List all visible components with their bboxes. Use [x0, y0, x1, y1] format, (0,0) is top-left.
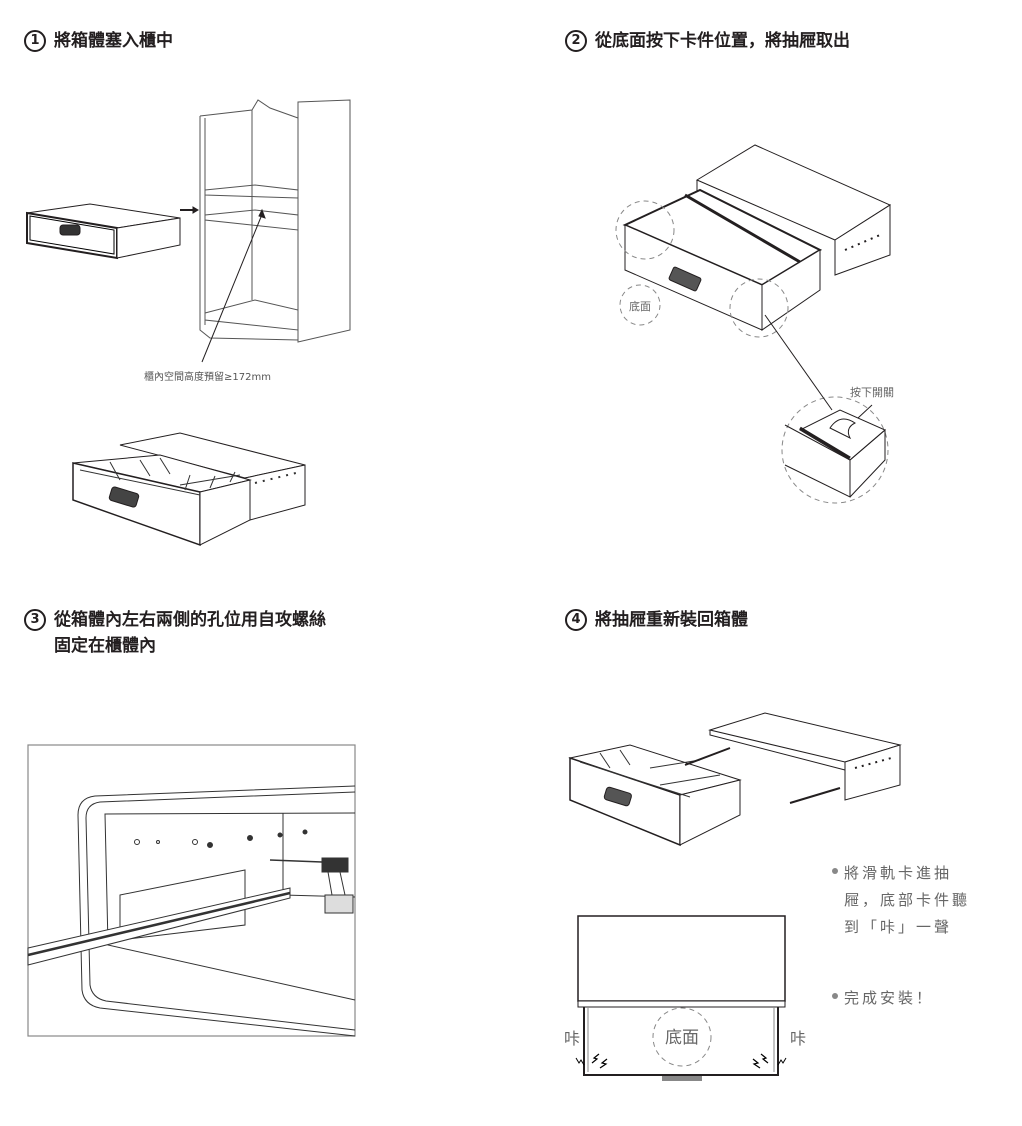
step-2-press-arrow [857, 404, 873, 419]
step-1-arrow [180, 206, 199, 214]
step-1-open-drawer [72, 432, 306, 547]
step-2-bottom-label: 底面 [629, 299, 651, 313]
step-number-3: 3 [24, 609, 46, 631]
step-3-title: 3 從箱體內左右兩側的孔位用自攻螺絲固定在櫃體內 [24, 607, 326, 659]
step-1-safe-box [26, 203, 181, 260]
step-4-drawer [568, 744, 742, 847]
step-2-detail-corner [784, 409, 886, 498]
step-3-title-line-1: 從箱體內左右兩側的孔位用自攻螺絲 [54, 610, 326, 630]
step-1-cabinet [199, 99, 351, 343]
step-3-title-line-2: 固定在櫃體內 [54, 636, 156, 656]
step-4-note-1: 將滑軌卡進抽 屜，底部卡件聽 到「咔」一聲 [832, 860, 970, 941]
step-4-bottom-label: 底面 [665, 1028, 699, 1048]
step-number-2: 2 [565, 30, 587, 52]
step-2-press-label: 按下開關 [850, 385, 894, 399]
step-1-pointer-line [201, 211, 264, 363]
step-4-click-right: 咔 [790, 1029, 806, 1048]
step-1-pointer-arrow [258, 208, 266, 219]
step-4-safe-box [684, 712, 902, 804]
step-3-safe-interior [27, 785, 356, 1037]
step-number-4: 4 [565, 609, 587, 631]
bullet-icon [832, 993, 838, 999]
step-4-click-left: 咔 [564, 1029, 580, 1048]
step-2-detail-circles [615, 200, 889, 504]
step-number-1: 1 [24, 30, 46, 52]
step-2-detail-pointer [764, 314, 833, 411]
step-4-note-2: 完成安裝！ [832, 985, 934, 1012]
step-3-drill-icon [321, 857, 349, 873]
step-4-bottom-view [575, 915, 787, 1081]
step-1-caption: 櫃內空間高度預留≥172mm [144, 372, 271, 383]
bullet-icon [832, 868, 838, 874]
step-2-safe-with-drawer [622, 144, 892, 331]
